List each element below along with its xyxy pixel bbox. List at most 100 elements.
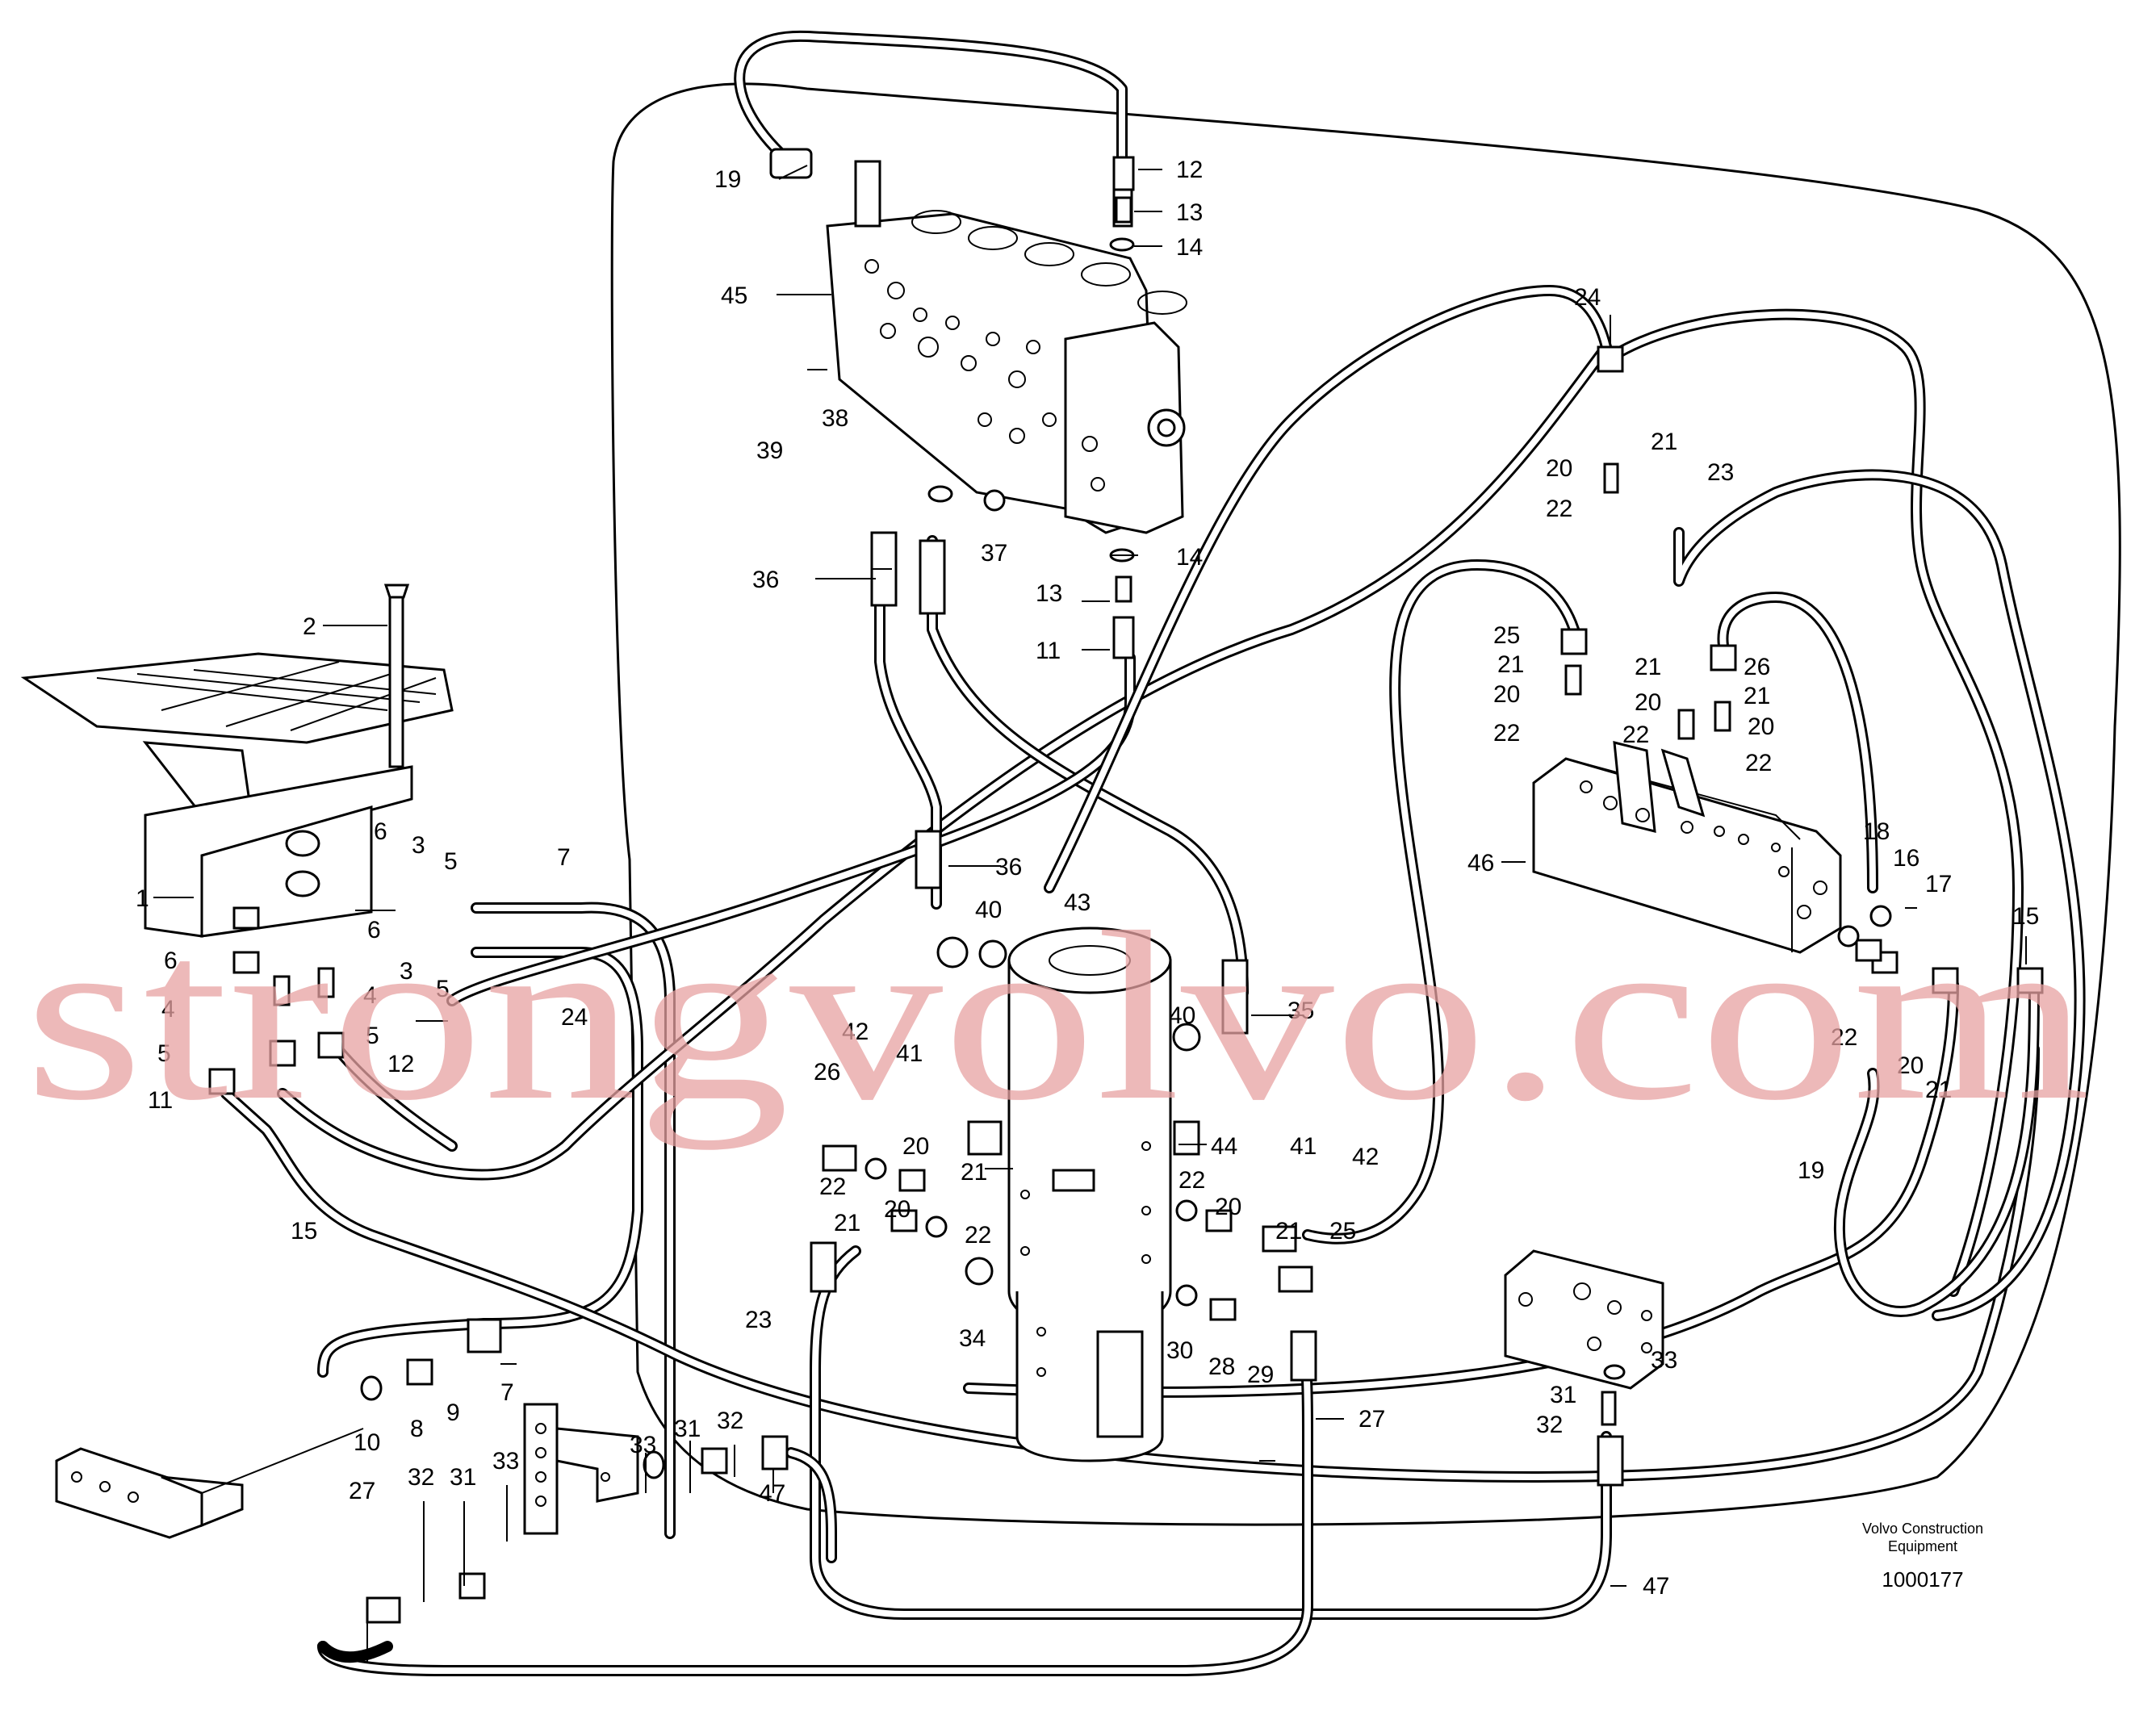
callout-22e: 22 bbox=[819, 1173, 846, 1200]
callout-19: 19 bbox=[714, 166, 741, 193]
callout-33c: 33 bbox=[492, 1448, 519, 1475]
callout-36: 36 bbox=[752, 567, 779, 593]
callout-6: 6 bbox=[374, 818, 387, 845]
callout-22: 22 bbox=[1546, 496, 1572, 522]
pedal-hoses bbox=[220, 341, 2040, 1539]
callout-7b: 7 bbox=[500, 1379, 514, 1406]
callout-5c: 5 bbox=[157, 1040, 171, 1067]
callout-41b: 41 bbox=[1290, 1133, 1317, 1160]
callout-4: 4 bbox=[161, 996, 175, 1023]
callout-8: 8 bbox=[410, 1416, 424, 1442]
callout-20c: 20 bbox=[1635, 689, 1661, 716]
callout-37: 37 bbox=[981, 540, 1007, 567]
callout-32c: 32 bbox=[408, 1464, 434, 1491]
callout-20d: 20 bbox=[1748, 713, 1774, 740]
callout-17: 17 bbox=[1925, 871, 1952, 897]
pedal-port-block bbox=[55, 1428, 364, 1539]
callout-20g: 20 bbox=[884, 1196, 911, 1223]
callout-21e: 21 bbox=[961, 1159, 987, 1186]
callout-43: 43 bbox=[1064, 889, 1091, 916]
callout-4b: 4 bbox=[363, 982, 377, 1009]
callout-5b: 5 bbox=[436, 976, 450, 1002]
brand-line-2: Equipment bbox=[1888, 1538, 1957, 1554]
callout-22c: 22 bbox=[1622, 722, 1649, 748]
callout-31b: 31 bbox=[674, 1416, 701, 1442]
callout-5d: 5 bbox=[366, 1023, 379, 1049]
callout-40b: 40 bbox=[1169, 1002, 1195, 1029]
callout-31: 31 bbox=[1550, 1382, 1576, 1408]
callout-47b: 47 bbox=[1643, 1573, 1669, 1600]
callout-22g: 22 bbox=[965, 1222, 991, 1249]
callout-40: 40 bbox=[975, 897, 1002, 923]
callout-1: 1 bbox=[136, 885, 149, 912]
callout-42b: 42 bbox=[1352, 1144, 1379, 1170]
callout-21c: 21 bbox=[1635, 654, 1661, 680]
callout-labels: 19 12 13 14 45 24 21 20 22 23 39 38 37 1… bbox=[136, 157, 2039, 1600]
callout-21b: 21 bbox=[1497, 651, 1524, 678]
callout-44: 44 bbox=[1211, 1133, 1237, 1160]
callout-9: 9 bbox=[446, 1399, 460, 1426]
manifold-block-46 bbox=[1532, 741, 1842, 954]
callout-21f: 21 bbox=[1925, 1077, 1952, 1103]
callout-32: 32 bbox=[1536, 1412, 1563, 1438]
callout-11: 11 bbox=[1036, 638, 1061, 664]
callout-28: 28 bbox=[1208, 1353, 1235, 1380]
callout-6b: 6 bbox=[164, 948, 178, 974]
callout-2: 2 bbox=[303, 613, 316, 640]
foot-pedal-1 bbox=[20, 584, 454, 938]
callout-47: 47 bbox=[759, 1480, 785, 1507]
callout-26: 26 bbox=[1744, 654, 1770, 680]
callout-23: 23 bbox=[1707, 459, 1734, 486]
callout-13b: 13 bbox=[1036, 580, 1062, 607]
callout-21h: 21 bbox=[1275, 1218, 1302, 1245]
callout-22f: 22 bbox=[1831, 1024, 1857, 1051]
callout-20e: 20 bbox=[902, 1133, 929, 1160]
lower-hoses bbox=[317, 1245, 1612, 1676]
callout-33: 33 bbox=[1651, 1347, 1677, 1374]
callout-46: 46 bbox=[1467, 850, 1494, 876]
callout-22d: 22 bbox=[1745, 750, 1772, 776]
callout-27: 27 bbox=[1358, 1406, 1385, 1433]
callout-21g: 21 bbox=[834, 1210, 860, 1236]
callout-11b: 11 bbox=[148, 1087, 173, 1114]
callout-41: 41 bbox=[896, 1040, 923, 1067]
callout-22h: 22 bbox=[1178, 1167, 1205, 1194]
callout-42: 42 bbox=[842, 1019, 869, 1045]
callout-12: 12 bbox=[1176, 157, 1203, 183]
callout-3: 3 bbox=[412, 832, 425, 859]
callout-36b: 36 bbox=[995, 854, 1022, 881]
callout-21d: 21 bbox=[1744, 683, 1770, 709]
callout-15b: 15 bbox=[291, 1218, 317, 1245]
callout-20f: 20 bbox=[1897, 1052, 1924, 1079]
callout-27b: 27 bbox=[349, 1478, 375, 1504]
callout-39: 39 bbox=[756, 437, 783, 464]
callout-20b: 20 bbox=[1493, 681, 1520, 708]
callout-23b: 23 bbox=[745, 1307, 772, 1333]
callout-26b: 26 bbox=[814, 1059, 840, 1086]
callout-34: 34 bbox=[959, 1325, 986, 1352]
callout-12b: 12 bbox=[387, 1051, 414, 1077]
callout-32b: 32 bbox=[717, 1408, 743, 1434]
callout-30: 30 bbox=[1166, 1337, 1193, 1364]
callout-15: 15 bbox=[2012, 903, 2039, 930]
control-valve-45 bbox=[826, 160, 1187, 534]
callout-24b: 24 bbox=[561, 1004, 588, 1031]
callout-33b: 33 bbox=[630, 1432, 656, 1458]
right-hoses bbox=[963, 285, 2086, 1398]
callout-7: 7 bbox=[557, 844, 571, 871]
brand-line-1: Volvo Construction bbox=[1862, 1521, 1983, 1537]
small-block bbox=[1504, 1249, 1664, 1390]
callout-29: 29 bbox=[1247, 1362, 1274, 1388]
callout-5: 5 bbox=[444, 848, 458, 875]
callout-38: 38 bbox=[822, 405, 848, 432]
callout-45: 45 bbox=[721, 282, 747, 309]
callout-20: 20 bbox=[1546, 455, 1572, 482]
leader-lines bbox=[153, 165, 2027, 1663]
outer-hose-loop bbox=[610, 82, 2121, 1526]
callout-25: 25 bbox=[1493, 622, 1520, 649]
callout-20h: 20 bbox=[1215, 1194, 1241, 1220]
callout-14b: 14 bbox=[1176, 544, 1203, 571]
figure-code: 1000177 bbox=[1882, 1567, 1963, 1592]
top-hose-19 bbox=[734, 30, 1128, 175]
callout-10: 10 bbox=[354, 1429, 380, 1456]
